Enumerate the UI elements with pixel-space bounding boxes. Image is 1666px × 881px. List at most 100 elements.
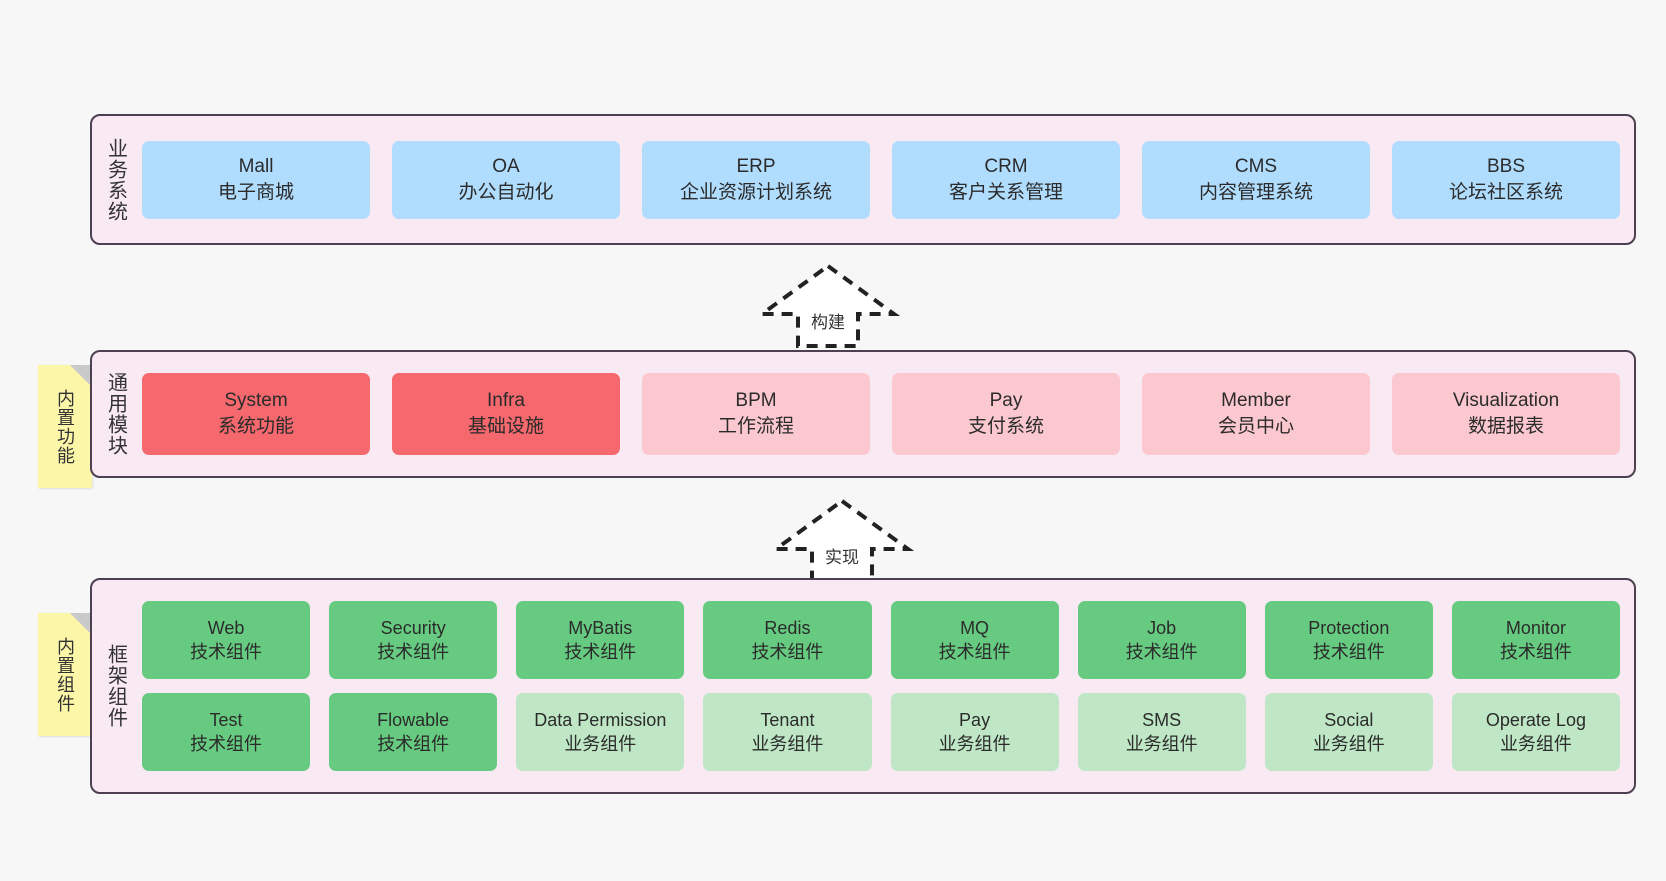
card-protection[interactable]: Protection 技术组件 (1264, 601, 1433, 679)
card-title: Test (209, 710, 243, 730)
layer-body-business-systems: Mall 电子商城 OA 办公自动化 ERP 企业资源计划系统 CRM 客户关系… (138, 116, 1634, 243)
card-subtitle: 技术组件 (377, 734, 450, 754)
note-label: 内置组件 (55, 636, 75, 713)
card-subtitle: 技术组件 (190, 642, 263, 662)
card-web[interactable]: Web 技术组件 (142, 601, 311, 679)
card-social[interactable]: Social 业务组件 (1264, 693, 1433, 771)
note-label: 内置功能 (55, 388, 75, 465)
card-title: CMS (1234, 155, 1278, 177)
card-monitor[interactable]: Monitor 技术组件 (1451, 601, 1620, 679)
layer-framework-components: 框架组件 Web 技术组件 Security 技术组件 MyBatis 技术组件… (90, 578, 1636, 794)
card-subtitle: 系统功能 (217, 416, 294, 437)
card-title: Pay (989, 390, 1023, 411)
card-title: Mall (238, 155, 274, 177)
card-title: Monitor (1505, 618, 1566, 638)
card-title: MQ (960, 618, 990, 638)
card-flowable[interactable]: Flowable 技术组件 (329, 693, 498, 771)
card-infra[interactable]: Infra 基础设施 (392, 373, 620, 455)
layer-title-common-modules: 通用模块 (104, 372, 127, 456)
card-row: Mall 电子商城 OA 办公自动化 ERP 企业资源计划系统 CRM 客户关系… (142, 140, 1620, 219)
note-fold-corner-icon (70, 365, 92, 387)
card-row: Test 技术组件 Flowable 技术组件 Data Permission … (142, 693, 1620, 771)
card-title: Visualization (1452, 390, 1560, 411)
card-subtitle: 技术组件 (751, 642, 824, 662)
card-member[interactable]: Member 会员中心 (1142, 373, 1370, 455)
arrow-build: 构建 (755, 262, 901, 348)
card-security[interactable]: Security 技术组件 (329, 601, 498, 679)
card-title: MyBatis (568, 618, 633, 638)
card-title: OA (492, 155, 520, 177)
card-title: System (224, 390, 288, 411)
card-title: Flowable (377, 710, 450, 730)
card-erp[interactable]: ERP 企业资源计划系统 (642, 140, 870, 219)
card-mybatis[interactable]: MyBatis 技术组件 (516, 601, 685, 679)
card-bpm[interactable]: BPM 工作流程 (642, 373, 870, 455)
card-subtitle: 内容管理系统 (1198, 181, 1313, 203)
layer-title-business-systems: 业务系统 (104, 137, 127, 222)
layer-title-framework-components: 框架组件 (104, 644, 127, 728)
card-data-permission[interactable]: Data Permission 业务组件 (516, 693, 685, 771)
card-test[interactable]: Test 技术组件 (142, 693, 311, 771)
layer-body-common-modules: System 系统功能 Infra 基础设施 BPM 工作流程 Pay 支付系统… (138, 352, 1634, 476)
card-title: Web (207, 618, 245, 638)
card-title: Operate Log (1485, 710, 1586, 730)
card-subtitle: 业务组件 (1312, 734, 1385, 754)
card-subtitle: 技术组件 (1499, 642, 1572, 662)
card-title: Redis (764, 618, 811, 638)
card-tenant[interactable]: Tenant 业务组件 (703, 693, 872, 771)
card-subtitle: 业务组件 (1499, 734, 1572, 754)
card-subtitle: 企业资源计划系统 (679, 181, 832, 203)
card-subtitle: 论坛社区系统 (1448, 181, 1563, 203)
card-subtitle: 客户关系管理 (948, 181, 1063, 203)
card-subtitle: 技术组件 (938, 642, 1011, 662)
arrow-implement: 实现 (769, 497, 915, 583)
card-subtitle: 技术组件 (1312, 642, 1385, 662)
card-mall[interactable]: Mall 电子商城 (142, 140, 370, 219)
card-subtitle: 业务组件 (564, 734, 637, 754)
card-title: CRM (984, 155, 1028, 177)
card-operate-log[interactable]: Operate Log 业务组件 (1451, 693, 1620, 771)
card-subtitle: 支付系统 (967, 416, 1044, 437)
card-title: Member (1221, 390, 1291, 411)
note-builtin-features: 内置功能 (38, 365, 92, 488)
card-subtitle: 基础设施 (467, 416, 544, 437)
card-system[interactable]: System 系统功能 (142, 373, 370, 455)
card-title: Job (1147, 618, 1177, 638)
card-title: BPM (735, 390, 777, 411)
card-oa[interactable]: OA 办公自动化 (392, 140, 620, 219)
arrow-implement-shape (769, 498, 915, 583)
card-subtitle: 技术组件 (564, 642, 637, 662)
card-sms[interactable]: SMS 业务组件 (1077, 693, 1246, 771)
layer-common-modules: 通用模块 System 系统功能 Infra 基础设施 BPM 工作流程 Pay… (90, 350, 1636, 478)
card-visualization[interactable]: Visualization 数据报表 (1392, 373, 1620, 455)
card-subtitle: 技术组件 (1125, 642, 1198, 662)
card-title: Tenant (760, 710, 815, 730)
card-subtitle: 业务组件 (751, 734, 824, 754)
card-title: Security (380, 618, 446, 638)
card-redis[interactable]: Redis 技术组件 (703, 601, 872, 679)
card-pay[interactable]: Pay 支付系统 (892, 373, 1120, 455)
card-subtitle: 技术组件 (377, 642, 450, 662)
card-title: Data Permission (534, 710, 667, 730)
note-fold-corner-icon (70, 613, 92, 635)
layer-body-framework-components: Web 技术组件 Security 技术组件 MyBatis 技术组件 Redi… (138, 580, 1634, 792)
card-cms[interactable]: CMS 内容管理系统 (1142, 140, 1370, 219)
card-row: System 系统功能 Infra 基础设施 BPM 工作流程 Pay 支付系统… (142, 373, 1620, 455)
card-title: BBS (1486, 155, 1526, 177)
card-bbs[interactable]: BBS 论坛社区系统 (1392, 140, 1620, 219)
card-job[interactable]: Job 技术组件 (1077, 601, 1246, 679)
card-title: Social (1324, 710, 1374, 730)
card-title: Infra (486, 390, 526, 411)
card-subtitle: 会员中心 (1217, 416, 1294, 437)
card-title: SMS (1142, 710, 1182, 730)
card-subtitle: 数据报表 (1467, 416, 1544, 437)
card-title: Pay (959, 710, 991, 730)
card-mq[interactable]: MQ 技术组件 (890, 601, 1059, 679)
card-pay-business[interactable]: Pay 业务组件 (890, 693, 1059, 771)
layer-business-systems: 业务系统 Mall 电子商城 OA 办公自动化 ERP 企业资源计划系统 CRM… (90, 114, 1636, 245)
card-row: Web 技术组件 Security 技术组件 MyBatis 技术组件 Redi… (142, 601, 1620, 679)
card-subtitle: 业务组件 (938, 734, 1011, 754)
note-builtin-components: 内置组件 (38, 613, 92, 736)
card-crm[interactable]: CRM 客户关系管理 (892, 140, 1120, 219)
